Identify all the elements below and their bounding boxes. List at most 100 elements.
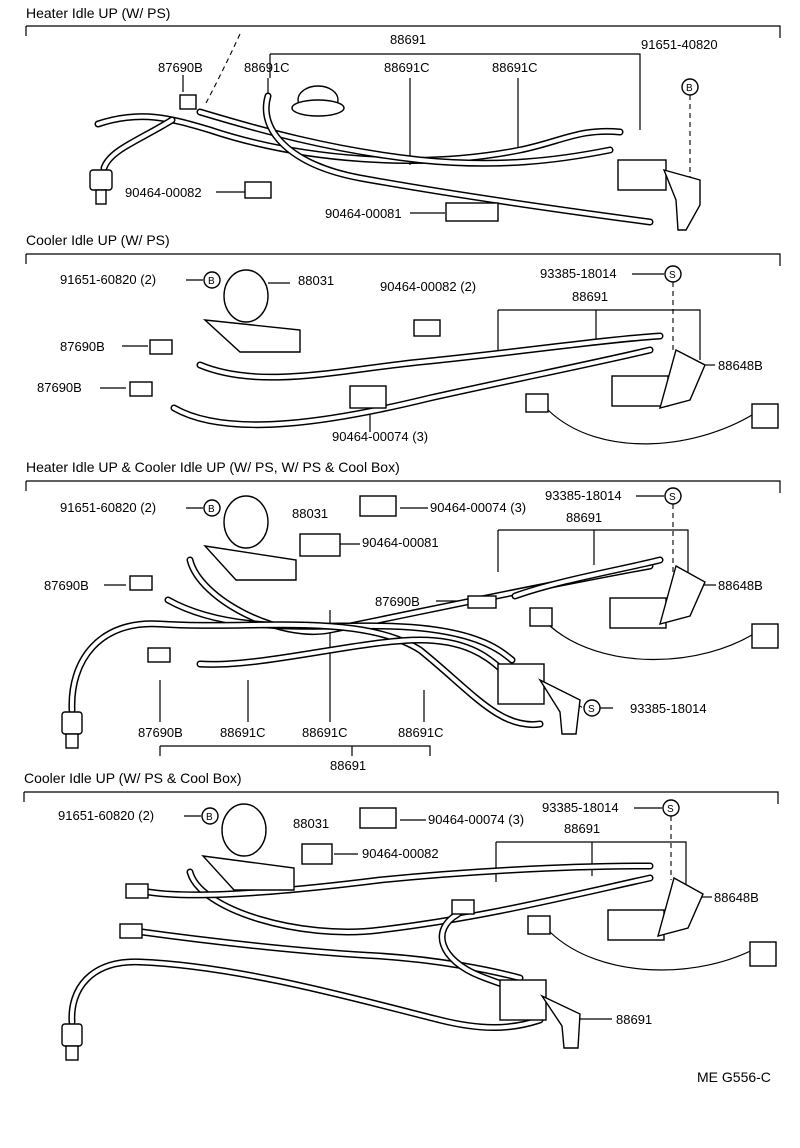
clamp-icon xyxy=(299,533,341,557)
part-label: 93385-18014 xyxy=(545,488,622,503)
connector-icon xyxy=(749,941,777,967)
marker-label: B xyxy=(206,812,213,823)
bracket-icon xyxy=(657,876,704,937)
actuator-icon xyxy=(223,269,269,323)
clamp-icon xyxy=(445,202,499,222)
connector-icon xyxy=(525,393,549,413)
bracket-icon xyxy=(659,564,706,625)
vsv-tee-icon xyxy=(129,575,153,591)
part-label: 87690B xyxy=(44,578,89,593)
marker-label: S xyxy=(588,704,595,715)
section-bracket xyxy=(26,25,781,38)
part-label: 88648B xyxy=(714,890,759,905)
connector-icon xyxy=(751,623,779,649)
vsv-tee-icon xyxy=(119,923,143,939)
part-label: 88691C xyxy=(384,60,430,75)
vsv-valve-icon xyxy=(617,159,667,191)
part-label: 90464-00081 xyxy=(362,535,439,550)
bracket-icon xyxy=(659,348,706,409)
section-bracket xyxy=(26,253,781,266)
part-label: 88691C xyxy=(398,725,444,740)
section-title: Cooler Idle UP (W/ PS & Cool Box) xyxy=(24,770,242,786)
part-label: 88031 xyxy=(293,816,329,831)
part-label: 87690B xyxy=(138,725,183,740)
part-label: 91651-40820 xyxy=(641,37,718,52)
part-label: 88691 xyxy=(564,821,600,836)
part-label: 90464-00082 xyxy=(362,846,439,861)
part-label: 90464-00074 (3) xyxy=(430,500,526,515)
part-label: 90464-00074 (3) xyxy=(332,429,428,444)
part-label: 90464-00082 xyxy=(125,185,202,200)
part-label: 88691C xyxy=(220,725,266,740)
part-label: 90464-00081 xyxy=(325,206,402,221)
bracket-icon xyxy=(540,994,581,1049)
part-label: 93385-18014 xyxy=(542,800,619,815)
connector-icon xyxy=(529,607,553,627)
b-marker-icon xyxy=(203,499,221,517)
part-label: 88648B xyxy=(718,578,763,593)
part-label: 93385-18014 xyxy=(630,701,707,716)
part-label: 88031 xyxy=(292,506,328,521)
wire-icon xyxy=(549,625,761,661)
part-label: 91651-60820 (2) xyxy=(58,808,154,823)
marker-label: S xyxy=(667,804,674,815)
wire-icon xyxy=(549,931,761,971)
clamp-icon xyxy=(349,385,387,409)
part-label: 88691 xyxy=(572,289,608,304)
part-label: 90464-00082 (2) xyxy=(380,279,476,294)
part-label: 88648B xyxy=(718,358,763,373)
part-label: 88691 xyxy=(616,1012,652,1027)
s-marker-icon xyxy=(583,699,601,717)
connector-icon xyxy=(527,915,551,935)
b-marker-icon xyxy=(201,807,219,825)
actuator-icon xyxy=(223,495,269,549)
connector-icon xyxy=(751,403,779,429)
bracket-icon xyxy=(538,678,581,735)
section-heater-idle-up: Heater Idle UP (W/ PS) 88691 91651-40820… xyxy=(25,5,781,231)
part-label: 87690B xyxy=(158,60,203,75)
vsv-tee-icon xyxy=(179,94,197,110)
part-label: 90464-00074 (3) xyxy=(428,812,524,827)
vacuum-switch-icon xyxy=(61,1023,83,1047)
section-title: Heater Idle UP (W/ PS) xyxy=(26,5,170,21)
bracket-icon xyxy=(662,168,701,231)
marker-label: B xyxy=(208,276,215,287)
wire-icon xyxy=(547,409,761,445)
part-label: 91651-60820 (2) xyxy=(60,272,156,287)
vsv-tee-icon xyxy=(147,647,171,663)
section-title: Cooler Idle UP (W/ PS) xyxy=(26,232,170,248)
b-marker-icon xyxy=(203,271,221,289)
part-label: 88691 xyxy=(390,32,426,47)
vsv-tee-icon xyxy=(451,899,475,915)
marker-label: S xyxy=(669,270,676,281)
section-bracket xyxy=(26,480,781,493)
vsv-tee-icon xyxy=(129,381,153,397)
clamp-icon xyxy=(413,319,441,337)
part-label: 88691 xyxy=(330,758,366,773)
section-heater-and-cooler-idle-up: Heater Idle UP & Cooler Idle UP (W/ PS, … xyxy=(25,459,781,773)
part-label: 87690B xyxy=(375,594,420,609)
section-bracket xyxy=(24,791,779,804)
vsv-valve-icon xyxy=(607,909,665,941)
vacuum-switch-icon xyxy=(61,711,83,735)
part-label: 88691 xyxy=(566,510,602,525)
part-label: 87690B xyxy=(60,339,105,354)
part-label: 87690B xyxy=(37,380,82,395)
vsv-valve-icon xyxy=(499,979,547,1021)
section-title: Heater Idle UP & Cooler Idle UP (W/ PS, … xyxy=(26,459,400,475)
footer-code: ME G556-C xyxy=(697,1069,771,1085)
clamp-icon xyxy=(301,843,333,865)
vsv-valve-icon xyxy=(611,375,669,407)
actuator-icon xyxy=(221,803,267,857)
section-cooler-idle-up-cool-box: Cooler Idle UP (W/ PS & Cool Box) 91651-… xyxy=(23,770,779,1085)
marker-label: S xyxy=(669,492,676,503)
clamp-icon xyxy=(359,807,397,829)
clamp-icon xyxy=(244,181,272,199)
vsv-valve-icon xyxy=(497,663,545,705)
vsv-valve-icon xyxy=(609,597,667,629)
marker-label: B xyxy=(208,504,215,515)
part-label: 88691C xyxy=(492,60,538,75)
vacuum-switch-icon xyxy=(89,169,113,191)
part-label: 91651-60820 (2) xyxy=(60,500,156,515)
